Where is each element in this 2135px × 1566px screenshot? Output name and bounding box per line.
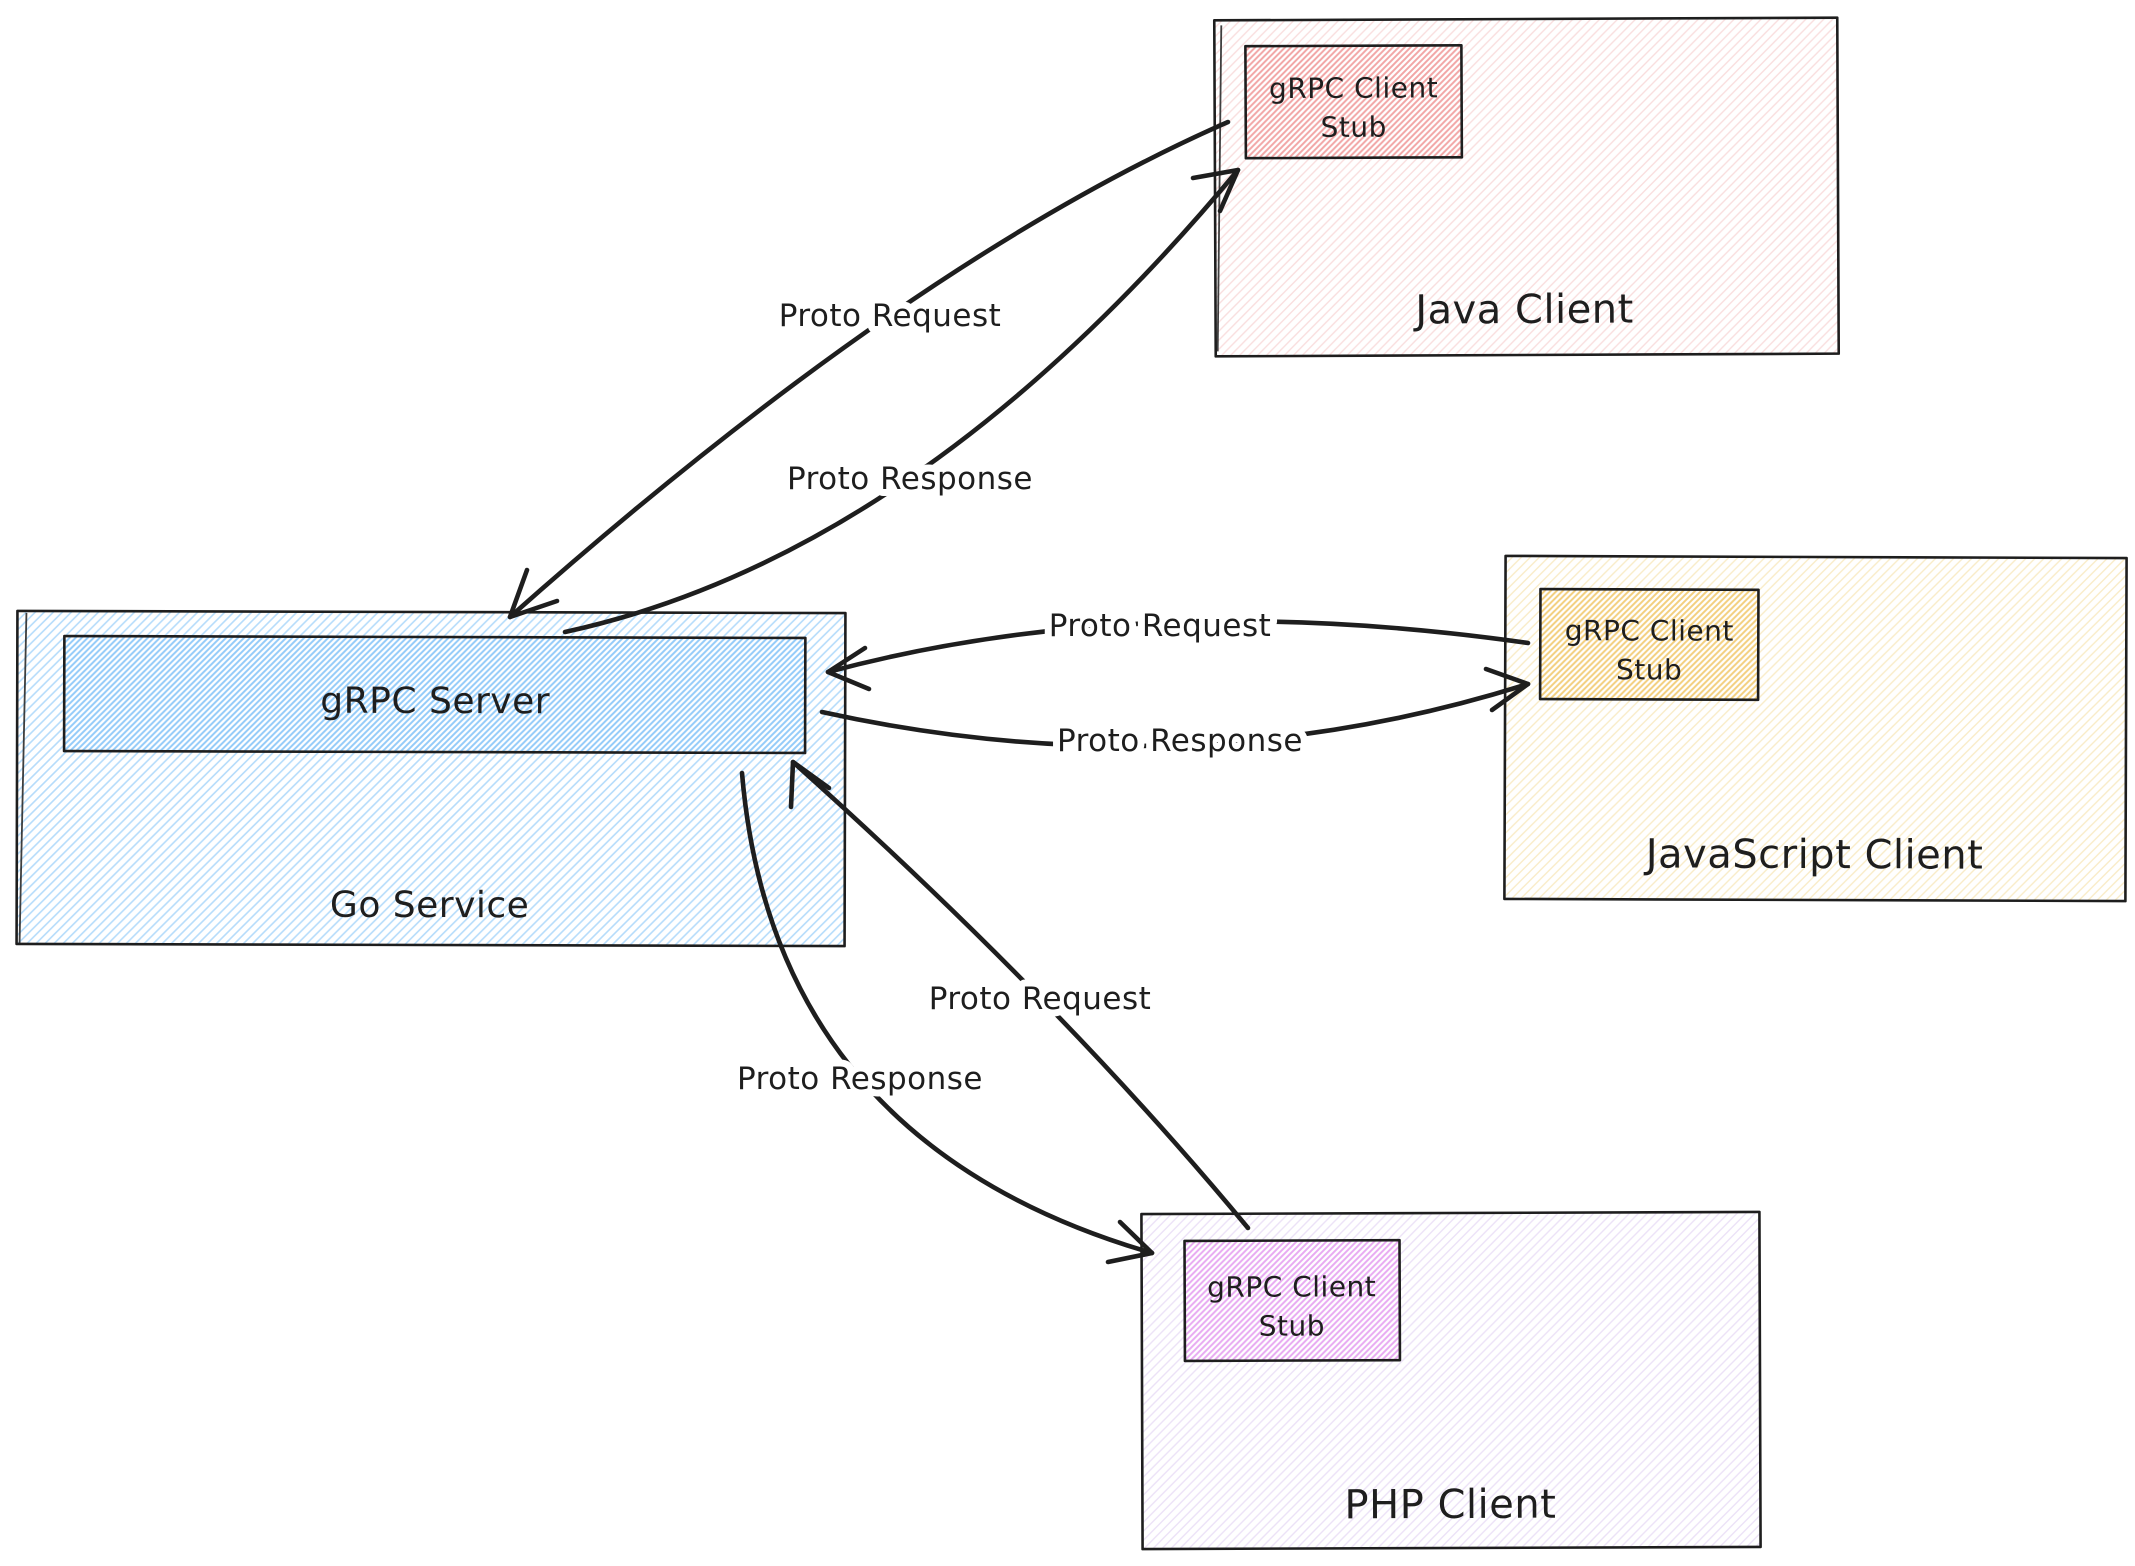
arrow-java-response-head xyxy=(1190,167,1241,214)
javascript-client-box: JavaScript Client gRPC Client Stub xyxy=(1503,554,2128,903)
javascript-client-label: JavaScript Client xyxy=(1643,831,1984,878)
java-client-stub-label-line1: gRPC Client xyxy=(1269,71,1438,105)
java-client-box: Java Client gRPC Client Stub xyxy=(1212,16,1841,358)
arrow-javascript-response xyxy=(819,666,1531,749)
javascript-client-stub-label-line2: Stub xyxy=(1616,653,1682,686)
go-service-sketch-edge xyxy=(18,612,28,943)
php-client-stub-label-line1: gRPC Client xyxy=(1207,1270,1376,1304)
label-javascript-proto-response: Proto Response xyxy=(1057,723,1303,759)
grpc-server-fill xyxy=(64,636,806,753)
arrow-javascript-request-line xyxy=(825,618,1531,675)
arrow-php-response-head xyxy=(1105,1219,1155,1265)
java-client-stub-box: gRPC Client Stub xyxy=(1244,43,1464,160)
java-client-sketch-edge xyxy=(1216,25,1223,352)
arrow-java-request xyxy=(507,119,1231,620)
php-client-stub-outline xyxy=(1183,1238,1402,1363)
php-client-outline xyxy=(1140,1210,1762,1551)
javascript-client-stub-outline xyxy=(1538,587,1760,702)
java-client-stub-label-line2: Stub xyxy=(1321,111,1387,144)
javascript-client-stub-box: gRPC Client Stub xyxy=(1538,587,1760,702)
go-service-outline xyxy=(15,609,847,948)
arrow-java-response xyxy=(562,167,1241,635)
label-java-proto-response: Proto Response xyxy=(787,461,1033,497)
arrow-java-response-line xyxy=(562,167,1241,635)
javascript-client-stub-label-line1: gRPC Client xyxy=(1565,614,1734,648)
javascript-client-stub-fill xyxy=(1540,589,1759,700)
arrow-javascript-response-head xyxy=(1483,666,1531,713)
java-client-label: Java Client xyxy=(1412,287,1634,334)
arrow-javascript-request-head xyxy=(825,645,872,692)
java-client-outline xyxy=(1212,16,1841,358)
arrow-php-request-line xyxy=(790,759,1251,1231)
java-client-stub-fill xyxy=(1245,45,1462,159)
grpc-server-label: gRPC Server xyxy=(320,681,550,723)
arrow-php-request-head xyxy=(788,759,832,810)
arrow-java-request-line xyxy=(507,119,1231,620)
arrow-php-response-line xyxy=(739,770,1155,1256)
arrow-php-request xyxy=(788,759,1251,1231)
arrow-php-response xyxy=(739,770,1155,1265)
arrow-java-request-head xyxy=(507,567,560,620)
php-client-stub-fill xyxy=(1184,1240,1400,1361)
php-client-stub-label-line2: Stub xyxy=(1259,1309,1325,1342)
label-javascript-proto-request: Proto Request xyxy=(1049,608,1272,644)
label-php-proto-response: Proto Response xyxy=(737,1061,983,1097)
arrow-javascript-response-line xyxy=(819,681,1531,749)
javascript-client-outline xyxy=(1503,554,2128,903)
php-client-box: PHP Client gRPC Client Stub xyxy=(1140,1210,1762,1551)
grpc-server-box: gRPC Server xyxy=(62,634,807,755)
label-php-proto-request: Proto Request xyxy=(929,981,1152,1017)
arrow-javascript-request xyxy=(825,618,1531,692)
grpc-server-outline xyxy=(62,634,807,755)
php-client-stub-box: gRPC Client Stub xyxy=(1183,1238,1402,1363)
label-java-proto-request: Proto Request xyxy=(779,298,1002,334)
php-client-label: PHP Client xyxy=(1344,1482,1556,1529)
go-service-box: Go Service gRPC Server xyxy=(15,609,847,948)
java-client-stub-outline xyxy=(1244,43,1464,160)
go-service-label: Go Service xyxy=(330,885,530,927)
